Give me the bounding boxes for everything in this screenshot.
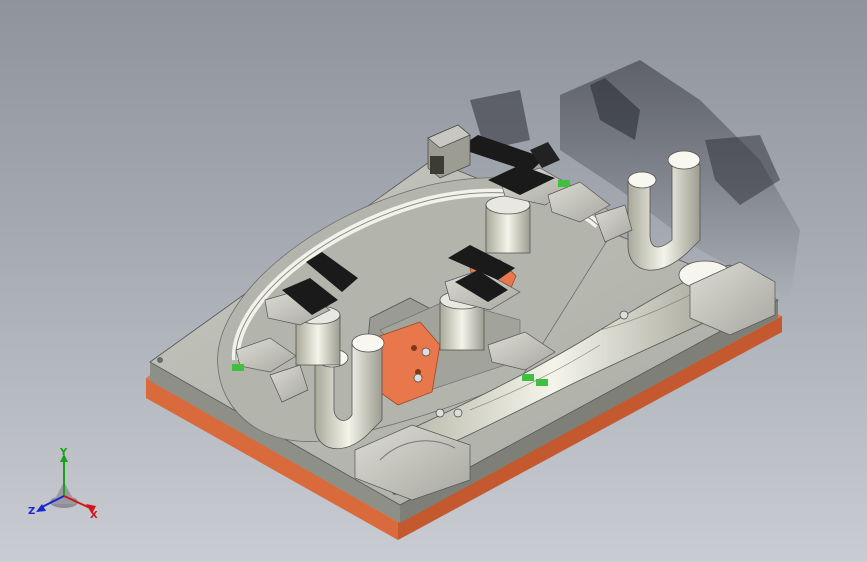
clamp-arm-left[interactable] [282, 252, 358, 315]
air-fittings [413, 310, 629, 418]
air-cylinder-block[interactable] [427, 124, 471, 179]
clamp-arm-center[interactable] [448, 245, 515, 302]
clamp-arm-top[interactable] [458, 135, 560, 195]
y-axis-arrow-icon [60, 454, 68, 462]
foot-block-bottom[interactable] [354, 424, 471, 501]
clamp-pillar-center[interactable] [439, 290, 485, 351]
clamp-pillar-top[interactable] [485, 195, 531, 254]
foot-block-right[interactable] [689, 261, 776, 336]
z-axis-arrow-icon [36, 504, 46, 512]
orientation-triad[interactable]: Y X Z [26, 447, 106, 524]
locating-pad-center[interactable] [373, 321, 441, 406]
y-axis-label: Y [59, 448, 68, 458]
z-axis-label: Z [28, 506, 35, 517]
x-axis-label: X [90, 510, 98, 521]
part-u-tube-right[interactable] [627, 150, 701, 271]
z-axis-line [39, 495, 65, 509]
sensor-indicators [232, 180, 570, 386]
x-axis-line [63, 495, 91, 509]
x-axis-arrow-icon [86, 504, 96, 514]
